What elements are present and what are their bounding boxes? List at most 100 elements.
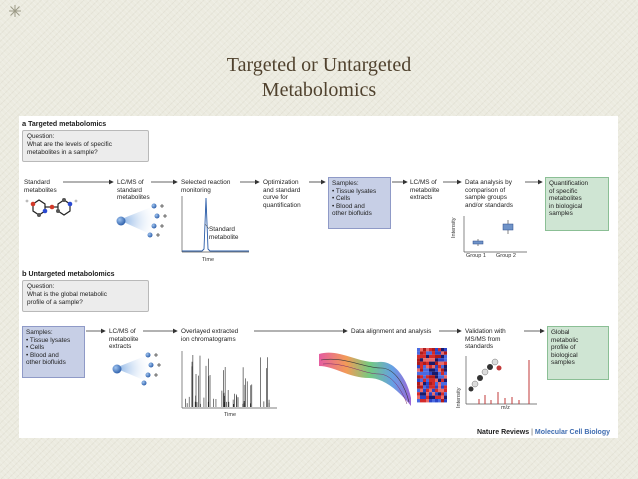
- credit-brand: Nature Reviews: [476, 429, 530, 436]
- heatmap-cell: [429, 368, 432, 372]
- step-text: • Tissue lysates: [26, 336, 71, 344]
- heatmap-cell: [432, 361, 435, 365]
- heatmap-cell: [438, 361, 441, 365]
- panel-b-samples-box: Samples: • Tissue lysates • Cells • Bloo…: [22, 326, 85, 378]
- heatmap-cell: [438, 365, 441, 369]
- figure-graphics: [25, 179, 545, 409]
- alignment-label: Data alignment and analysis: [351, 328, 431, 336]
- heatmap-cell: [444, 365, 447, 369]
- heatmap-cell: [432, 378, 435, 382]
- step-text: quantification: [263, 201, 301, 209]
- heatmap-cell: [432, 354, 435, 359]
- panel-a-question-box: Question: What are the levels of specifi…: [22, 130, 149, 162]
- heatmap-cell: [429, 358, 432, 362]
- heatmap-cell: [438, 399, 441, 403]
- heatmap-cell: [444, 395, 447, 399]
- step-text: LC/MS of: [117, 179, 144, 186]
- panel-a-samples-box: Samples: • Tissue lysates • Cells • Bloo…: [328, 177, 391, 229]
- heatmap-cell: [417, 388, 420, 393]
- heatmap-cell: [429, 371, 432, 376]
- panel-b-question-line: profile of a sample?: [27, 299, 83, 306]
- heatmap-cell: [444, 361, 447, 365]
- heatmap-cell: [426, 368, 429, 372]
- boxplot-group-2: [502, 220, 514, 234]
- step-text: monitoring: [181, 186, 211, 194]
- step-text: samples: [551, 359, 575, 367]
- heatmap-cell: [444, 348, 447, 352]
- heatmap-cell: [444, 358, 447, 362]
- heatmap-cell: [438, 382, 441, 386]
- heatmap-cell: [441, 392, 444, 396]
- heatmap-cell: [444, 351, 447, 355]
- heatmap-cell: [435, 365, 438, 369]
- heatmap-cell: [444, 368, 447, 372]
- step-text: metabolite: [410, 186, 440, 194]
- heatmap-cell: [441, 361, 444, 365]
- heatmap-cell: [438, 385, 441, 389]
- heatmap-cell: [429, 385, 432, 389]
- heatmap-cell: [438, 395, 441, 399]
- heatmap-cell: [426, 385, 429, 389]
- heatmap-cell: [444, 388, 447, 393]
- heatmap-cell: [429, 382, 432, 386]
- heatmap-cell: [438, 354, 441, 359]
- heatmap-cell: [435, 354, 438, 359]
- step-text: and/or standards: [465, 201, 513, 209]
- heatmap-cell: [423, 382, 426, 386]
- credit-separator: |: [531, 429, 533, 436]
- heatmap-cell: [426, 399, 429, 403]
- heatmap-cell: [441, 382, 444, 386]
- heatmap-cell: [429, 392, 432, 396]
- msms-spectrum-chart: [465, 356, 537, 405]
- heatmap-cell: [444, 375, 447, 379]
- heatmap-cell: [438, 368, 441, 372]
- heatmap-cell: [438, 375, 441, 379]
- heatmap-cell: [444, 371, 447, 376]
- step-text: metabolites: [549, 195, 582, 203]
- step-text: standard: [117, 186, 142, 194]
- step-text: metabolite: [109, 335, 139, 343]
- heatmap-cell: [438, 392, 441, 396]
- panel-b-lcms-label: LC/MS of metabolite extracts: [109, 328, 139, 351]
- optimization-label: Optimization and standard curve for quan…: [263, 179, 301, 209]
- step-text: • Blood and: [332, 202, 365, 210]
- lcms-standard-label: LC/MS of standard metabolites: [117, 179, 150, 202]
- srm-peak-chart: [181, 196, 249, 253]
- heatmap-cell: [444, 392, 447, 396]
- heatmap-cell: [432, 399, 435, 403]
- panel-b-question-box: Question: What is the global metabolic p…: [22, 280, 149, 312]
- group-boxplot: [463, 216, 527, 253]
- credit-journal: Molecular Cell Biology: [534, 429, 610, 436]
- heatmap-cell: [432, 382, 435, 386]
- heatmap-cell: [444, 399, 447, 403]
- heatmap-cell: [417, 351, 420, 355]
- step-text: • Cells: [332, 195, 351, 203]
- heatmap-cell: [441, 395, 444, 399]
- heatmap-cell: [438, 378, 441, 382]
- step-text: biological: [551, 351, 578, 359]
- heatmap-cell: [417, 395, 420, 399]
- metabolomics-figure: a Targeted metabolomics Question: What a…: [19, 116, 618, 438]
- panel-a-question-line: What are the levels of specific: [27, 141, 112, 148]
- heatmap-cell: [441, 358, 444, 362]
- step-text: Selected reaction: [181, 179, 231, 186]
- heatmap-cell: [435, 368, 438, 372]
- heatmap-cell: [426, 348, 429, 352]
- heatmap-cell: [432, 375, 435, 379]
- heatmap-cell: [429, 395, 432, 399]
- heatmap-cell: [417, 385, 420, 389]
- step-text: Standard: [24, 179, 50, 186]
- step-text: samples: [549, 210, 573, 218]
- heatmap-cell: [444, 385, 447, 389]
- heatmap-cell: [423, 395, 426, 399]
- heatmap-cell: [423, 371, 426, 376]
- data-analysis-label: Data analysis by comparison of sample gr…: [465, 179, 513, 209]
- step-text: other biofluids: [26, 359, 66, 367]
- heatmap-cell: [417, 358, 420, 362]
- heatmap-cell: [429, 388, 432, 393]
- panel-b-heading: b Untargeted metabolomics: [22, 269, 115, 278]
- heatmap-cell: [441, 385, 444, 389]
- heatmap-cell: [426, 365, 429, 369]
- heatmap-cell: [417, 348, 420, 352]
- heatmap-cell: [426, 371, 429, 376]
